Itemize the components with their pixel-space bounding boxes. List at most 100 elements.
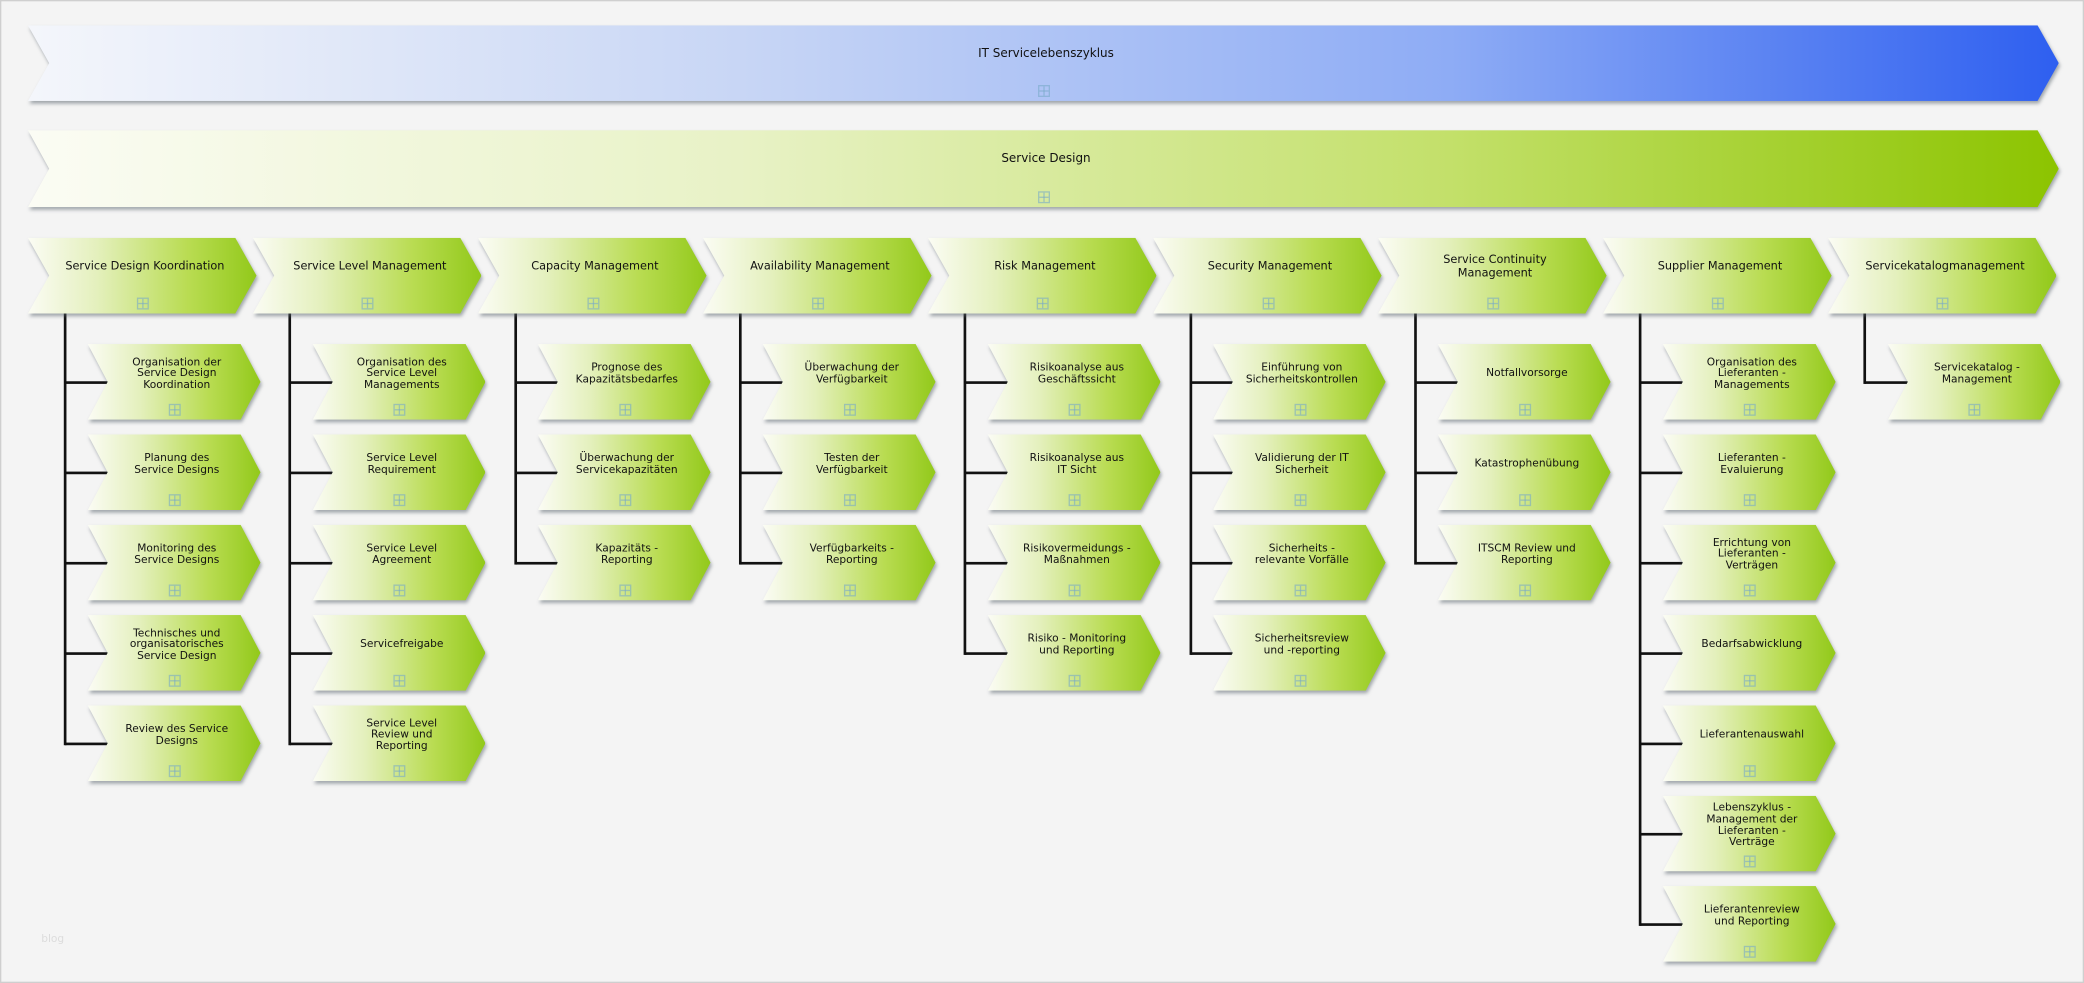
chevron-label: Planung des Service Designs (134, 451, 220, 475)
connector-line (515, 380, 563, 384)
chevron-label: Technisches und organisatorisches Servic… (129, 626, 224, 662)
grid-icon (1743, 403, 1756, 416)
process-step[interactable]: Organisation des Lieferanten - Managemen… (1662, 344, 1836, 420)
grid-icon (393, 494, 406, 507)
process-step[interactable]: Testen der Verfügbarkeit (762, 434, 936, 511)
grid-icon (168, 674, 181, 687)
process-step[interactable]: Service Level Agreement (312, 524, 486, 601)
process-step[interactable]: Monitoring des Service Designs (87, 524, 261, 601)
process-step[interactable]: Organisation der Service Design Koordina… (87, 344, 261, 420)
process-step[interactable]: Risikovermeidungs - Maßnahmen (987, 524, 1161, 601)
connector-line (1640, 741, 1689, 745)
process-step[interactable]: Sicherheitsreview und -reporting (1212, 615, 1386, 691)
banner-it-servicelebenszyklus[interactable]: IT Servicelebenszyklus (27, 25, 2059, 101)
column-header[interactable]: Servicekatalogmanagement (1828, 237, 2057, 314)
process-step[interactable]: Validierung der IT Sicherheit (1212, 434, 1386, 511)
chevron-shape (87, 524, 261, 601)
chevron-shape (252, 237, 482, 314)
process-step[interactable]: Katastrophenübung (1437, 434, 1611, 511)
process-step[interactable]: Review des Service Designs (87, 705, 261, 782)
process-step[interactable]: Service Level Review und Reporting (312, 705, 486, 782)
chevron-label: Überwachung der Servicekapazitäten (575, 451, 678, 475)
chevron-shape (27, 237, 257, 314)
process-step[interactable]: Risiko - Monitoring und Reporting (987, 615, 1161, 691)
connector-line (965, 470, 1014, 474)
chevron-label: Security Management (1207, 260, 1333, 274)
process-step[interactable]: Sicherheits - relevante Vorfälle (1212, 524, 1386, 601)
column-header[interactable]: Service Level Management (252, 237, 482, 314)
grid-icon (1743, 765, 1756, 778)
connector-line (1190, 651, 1239, 655)
chevron-shape (537, 344, 711, 420)
grid-icon (1261, 297, 1274, 310)
process-step[interactable]: Lieferanten - Evaluierung (1662, 434, 1836, 511)
process-step[interactable]: Lieferantenreview und Reporting (1662, 886, 1836, 962)
process-step[interactable]: Einführung von Sicherheitskontrollen (1212, 344, 1386, 420)
process-step[interactable]: Prognose des Kapazitätsbedarfes (537, 344, 711, 420)
grid-icon (1036, 297, 1049, 310)
process-step[interactable]: Risikoanalyse aus IT Sicht (987, 434, 1161, 511)
connector-line (965, 561, 1014, 564)
column-header[interactable]: Security Management (1152, 237, 1382, 314)
process-step[interactable]: Servicekatalog - Management (1887, 344, 2061, 420)
grid-icon (843, 403, 856, 416)
chevron-label: Review des Service Designs (125, 722, 229, 746)
column-header[interactable]: Availability Management (702, 237, 932, 314)
grid-icon (1068, 403, 1081, 416)
column-header[interactable]: Capacity Management (477, 237, 707, 314)
connector-line (1638, 313, 1642, 926)
process-step[interactable]: Errichtung von Lieferanten - Verträgen (1662, 524, 1836, 601)
process-step[interactable]: Überwachung der Verfügbarkeit (762, 344, 936, 420)
chevron-shape (87, 615, 261, 691)
banner-service-design[interactable]: Service Design (27, 130, 2059, 208)
process-step[interactable]: Überwachung der Servicekapazitäten (537, 434, 711, 511)
chevron-label: Organisation des Lieferanten - Managemen… (1706, 355, 1797, 391)
chevron-label: Servicekatalogmanagement (1865, 260, 2025, 274)
process-step[interactable]: Kapazitäts - Reporting (537, 524, 711, 601)
column-header[interactable]: Service Continuity Management (1378, 237, 1607, 314)
grid-icon (1712, 297, 1724, 310)
process-step[interactable]: Technisches und organisatorisches Servic… (87, 615, 261, 691)
process-step[interactable]: Lieferantenauswahl (1662, 705, 1836, 782)
connector-line (65, 741, 113, 745)
chevron-label: Service Level Requirement (366, 451, 438, 475)
process-step[interactable]: Planung des Service Designs (87, 434, 261, 511)
grid-icon (1293, 584, 1306, 597)
connector-line (1188, 313, 1192, 655)
chevron-shape (537, 434, 711, 511)
column-header[interactable]: Service Design Koordination (27, 237, 257, 314)
chevron-shape (1212, 434, 1386, 511)
process-step[interactable]: Lebenszyklus - Management der Lieferante… (1662, 795, 1836, 872)
process-step[interactable]: Organisation des Service Level Managemen… (312, 344, 486, 420)
chevron-label: Risk Management (994, 260, 1096, 274)
connector-line (1640, 561, 1689, 564)
process-step[interactable]: Notfallvorsorge (1437, 344, 1611, 420)
grid-icon (393, 674, 406, 687)
process-step[interactable]: ITSCM Review und Reporting (1437, 524, 1611, 601)
chevron-label: Notfallvorsorge (1486, 366, 1568, 379)
grid-icon (393, 403, 406, 416)
column-header[interactable]: Risk Management (927, 237, 1157, 314)
grid-icon (1293, 494, 1306, 507)
grid-icon (1293, 674, 1306, 687)
chevron-label: Überwachung der Verfügbarkeit (804, 361, 900, 385)
process-step[interactable]: Verfügbarkeits - Reporting (762, 524, 936, 601)
column-header[interactable]: Supplier Management (1603, 237, 1832, 314)
process-step[interactable]: Risikoanalyse aus Geschäftssicht (987, 344, 1161, 420)
grid-icon (361, 297, 374, 310)
process-step[interactable]: Service Level Requirement (312, 434, 486, 511)
process-step[interactable]: Servicefreigabe (312, 615, 486, 691)
grid-icon (1518, 584, 1531, 597)
connector-line (1415, 470, 1464, 474)
chevron-shape (27, 130, 2059, 208)
grid-icon (136, 297, 149, 310)
process-step[interactable]: Bedarfsabwicklung (1662, 615, 1836, 691)
chevron-label: Bedarfsabwicklung (1701, 637, 1803, 650)
grid-icon (1968, 403, 1981, 416)
chevron-label: Einführung von Sicherheitskontrollen (1245, 361, 1358, 385)
grid-icon (1743, 674, 1756, 687)
grid-icon (843, 584, 856, 597)
connector-line (290, 470, 338, 474)
connector-line (288, 313, 292, 745)
